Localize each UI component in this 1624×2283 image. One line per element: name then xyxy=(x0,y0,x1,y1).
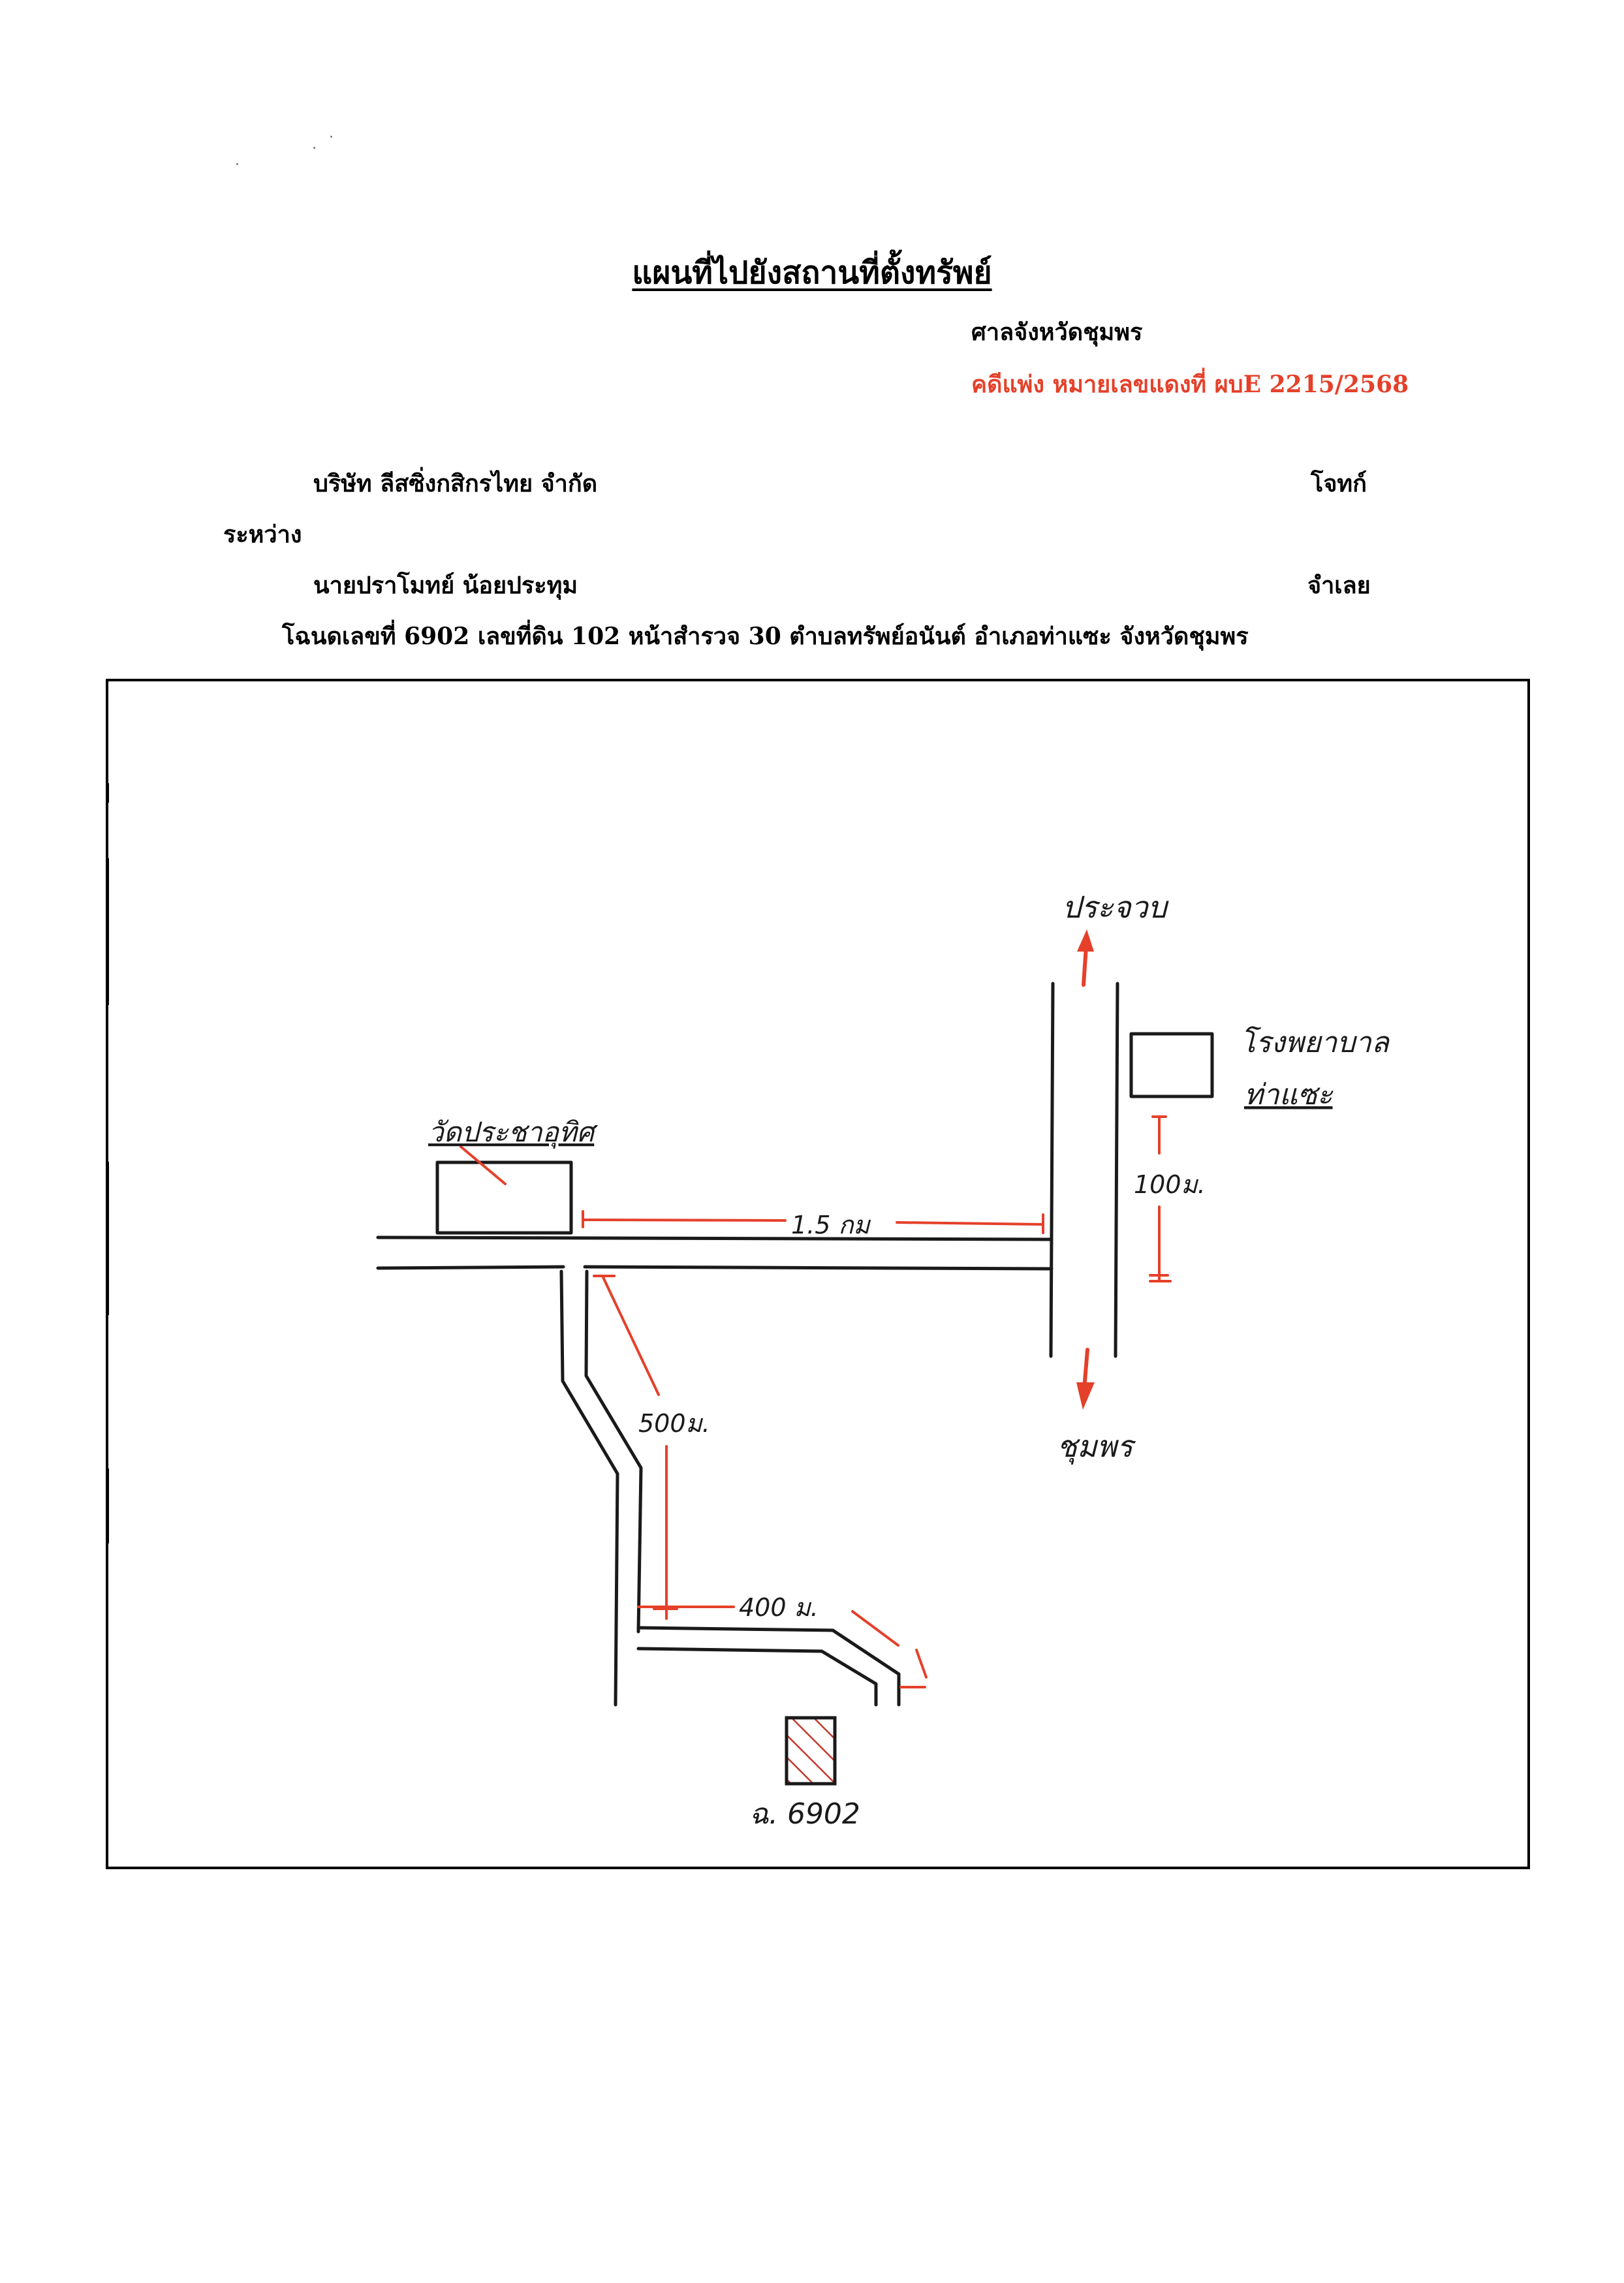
hospital-label-line1: โรงพยาบาล xyxy=(1240,1026,1390,1059)
main-road-top-edge xyxy=(376,1235,1053,1241)
plaintiff-name: บริษัท ลีสซิ่งกสิกรไทย จำกัด xyxy=(313,470,598,497)
hospital-box xyxy=(1129,1032,1214,1098)
scan-speck xyxy=(236,163,238,165)
defendant-role: จำเลย xyxy=(1307,572,1371,599)
scan-speck xyxy=(330,136,332,138)
case-number: คดีแพ่ง หมายเลขแดงที่ ผบE 2215/2568 xyxy=(971,371,1409,398)
temple-leader-line xyxy=(460,1145,507,1185)
property-description: โฉนดเลขที่ 6902 เลขที่ดิน 102 หน้าสำรวจ … xyxy=(282,623,1249,650)
lane-east-edge-upper xyxy=(584,1269,643,1634)
highway-east-edge xyxy=(1114,982,1119,1358)
route-map: ประจวบ ชุมพร โรงพยาบาล ท่าแซะ วัดประชาอุ… xyxy=(376,890,1390,1831)
plot-6902-parcel xyxy=(785,1716,837,1786)
temple-label: วัดประชาอุทิศ xyxy=(428,1116,599,1149)
dimension-line-temple-east xyxy=(896,1221,1044,1226)
north-destination-label: ประจวบ xyxy=(1062,890,1169,925)
lane-west-edge xyxy=(559,1269,619,1707)
distance-lane-label: 500ม. xyxy=(638,1409,710,1438)
distance-bottom-label: 400 ม. xyxy=(739,1593,819,1622)
plaintiff-role: โจทก์ xyxy=(1311,470,1367,497)
temple-box xyxy=(435,1160,573,1235)
highway-west-edge xyxy=(1049,982,1055,1358)
between-label: ระหว่าง xyxy=(223,521,302,548)
scan-speck xyxy=(313,147,315,149)
distance-hospital-label: 100ม. xyxy=(1134,1170,1206,1199)
south-destination-label: ชุมพร xyxy=(1057,1429,1136,1465)
defendant-name: นายปราโมทย์ น้อยประทุม xyxy=(313,572,578,599)
page-title: แผนที่ไปยังสถานที่ตั้งทรัพย์ xyxy=(632,255,992,291)
plot-label: ฉ. 6902 xyxy=(749,1797,860,1831)
hospital-label-line2: ท่าแซะ xyxy=(1244,1078,1334,1111)
distance-temple-label: 1.5 กม xyxy=(791,1211,871,1239)
map-frame: ประจวบ ชุมพร โรงพยาบาล ท่าแซะ วัดประชาอุ… xyxy=(106,679,1530,1869)
bottom-road-edge-a xyxy=(636,1647,878,1707)
bottom-road-edge-b xyxy=(636,1626,901,1707)
north-arrow xyxy=(1077,929,1094,987)
dimension-line-bottom xyxy=(915,1649,928,1679)
dimension-line-bottom xyxy=(851,1610,899,1647)
court-name: ศาลจังหวัดชุมพร xyxy=(971,318,1143,346)
dimension-line-lane xyxy=(601,1275,660,1396)
south-arrow xyxy=(1076,1348,1095,1410)
main-road-bottom-edge-east xyxy=(583,1265,1054,1271)
main-road-bottom-edge-west xyxy=(376,1265,565,1270)
